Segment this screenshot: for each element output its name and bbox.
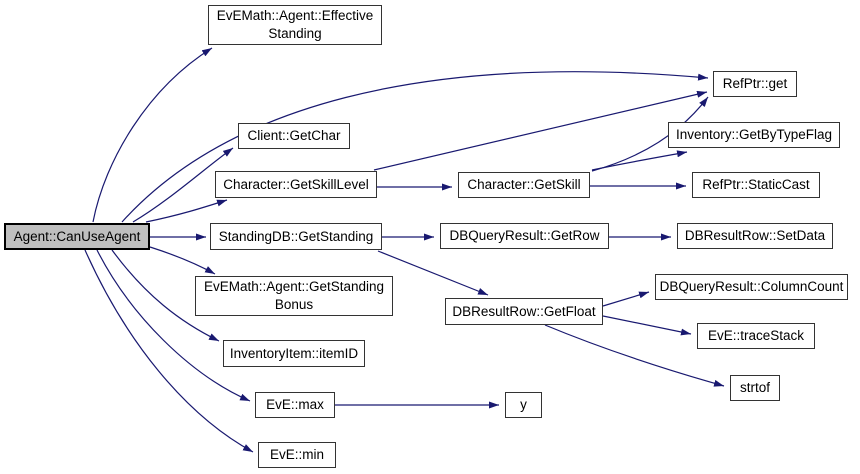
node-eve-min[interactable]: EvE::min (258, 442, 336, 468)
edge-agent-canuseagent--eve-max (96, 249, 251, 402)
edge-dbresultrow-getfloat--strtof (544, 324, 725, 387)
node-eve-max[interactable]: EvE::max (255, 392, 335, 418)
edge-agent-canuseagent--inventoryitem-itemid (111, 249, 220, 342)
edge-character-getskill--refptr-get (591, 96, 709, 172)
edge-character-getskill--inventory-getbytypeflag (591, 150, 688, 171)
edge-agent-canuseagent--client-getchar (132, 147, 234, 223)
node-dbresultrow-setdata[interactable]: DBResultRow::SetData (677, 223, 833, 249)
edge-dbresultrow-getfloat--dbqueryresult-columncount (602, 291, 650, 307)
node-inventoryitem-itemid[interactable]: InventoryItem::itemID (223, 340, 365, 367)
node-refptr-staticcast[interactable]: RefPtr::StaticCast (692, 172, 820, 198)
node-agent-canuseagent: Agent::CanUseAgent (4, 223, 150, 250)
node-dbresultrow-getfloat[interactable]: DBResultRow::GetFloat (445, 298, 603, 325)
edge-character-getskilllevel--refptr-get (373, 90, 708, 171)
node-dbqueryresult-columncount[interactable]: DBQueryResult::ColumnCount (655, 274, 848, 300)
node-refptr-get[interactable]: RefPtr::get (713, 71, 797, 97)
edge-agent-canuseagent--eve-min (84, 249, 254, 453)
edge-agent-canuseagent--evemath-agent-effective-standing (92, 47, 213, 223)
edge-standingdb-getstanding--dbresultrow-getfloat (377, 250, 489, 296)
node-character-getskill[interactable]: Character::GetSkill (458, 172, 590, 198)
node-evemath-agent-getstanding-bonus[interactable]: EvEMath::Agent::GetStanding Bonus (195, 276, 393, 316)
node-inventory-getbytypeflag[interactable]: Inventory::GetByTypeFlag (668, 122, 840, 148)
node-standingdb-getstanding[interactable]: StandingDB::GetStanding (210, 223, 382, 250)
edge-agent-canuseagent--evemath-agent-getstanding-bonus (149, 246, 216, 275)
node-evemath-agent-effective-standing[interactable]: EvEMath::Agent::Effective Standing (208, 5, 382, 45)
edge-agent-canuseagent--character-getskilllevel (145, 199, 228, 223)
node-eve-tracestack[interactable]: EvE::traceStack (697, 323, 815, 349)
node-y[interactable]: y (505, 392, 542, 418)
edge-dbresultrow-getfloat--eve-tracestack (602, 315, 692, 336)
node-character-getskilllevel[interactable]: Character::GetSkillLevel (215, 171, 377, 198)
node-dbqueryresult-getrow[interactable]: DBQueryResult::GetRow (440, 223, 609, 249)
node-strtof[interactable]: strtof (730, 375, 780, 401)
node-client-getchar[interactable]: Client::GetChar (238, 123, 350, 149)
edge-agent-canuseagent--refptr-get (121, 71, 709, 223)
